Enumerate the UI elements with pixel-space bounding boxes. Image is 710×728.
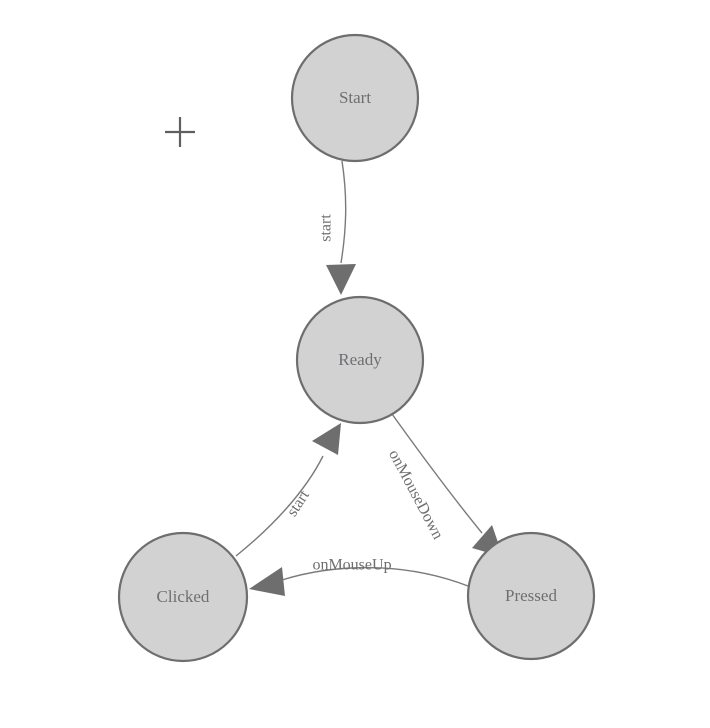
edge-pressed-to-clicked[interactable]: onMouseUp bbox=[249, 557, 469, 596]
edge-label-pressed-to-clicked: onMouseUp bbox=[312, 557, 391, 574]
node-shape[interactable] bbox=[466, 531, 596, 661]
edge-clicked-to-ready[interactable]: start bbox=[235, 423, 341, 557]
node-clicked[interactable]: Clicked bbox=[117, 531, 249, 663]
edge-label-ready-to-pressed: onMouseDown bbox=[385, 447, 446, 542]
node-label-ready: Ready bbox=[338, 350, 382, 369]
node-label-start: Start bbox=[339, 88, 371, 107]
node-start[interactable]: Start bbox=[290, 33, 420, 163]
node-label-clicked: Clicked bbox=[157, 587, 210, 606]
arrowhead-icon bbox=[312, 423, 341, 455]
node-pressed[interactable]: Pressed bbox=[466, 531, 596, 661]
node-shape[interactable] bbox=[117, 531, 249, 663]
node-ready[interactable]: Ready bbox=[295, 295, 425, 425]
edge-path bbox=[235, 455, 324, 557]
node-shape[interactable] bbox=[295, 295, 425, 425]
edge-path bbox=[391, 413, 483, 534]
edge-ready-to-pressed[interactable]: onMouseDown bbox=[385, 413, 503, 557]
arrowhead-icon bbox=[326, 264, 356, 295]
edge-path bbox=[340, 160, 347, 264]
arrowhead-icon bbox=[249, 567, 285, 596]
edge-label-clicked-to-ready: start bbox=[284, 487, 314, 520]
crosshair-cursor-icon bbox=[165, 117, 195, 147]
node-label-pressed: Pressed bbox=[505, 586, 557, 605]
edge-start-to-ready[interactable]: start bbox=[318, 160, 356, 295]
edge-label-start-to-ready: start bbox=[318, 214, 335, 242]
edge-path bbox=[281, 566, 469, 587]
node-shape[interactable] bbox=[290, 33, 420, 163]
